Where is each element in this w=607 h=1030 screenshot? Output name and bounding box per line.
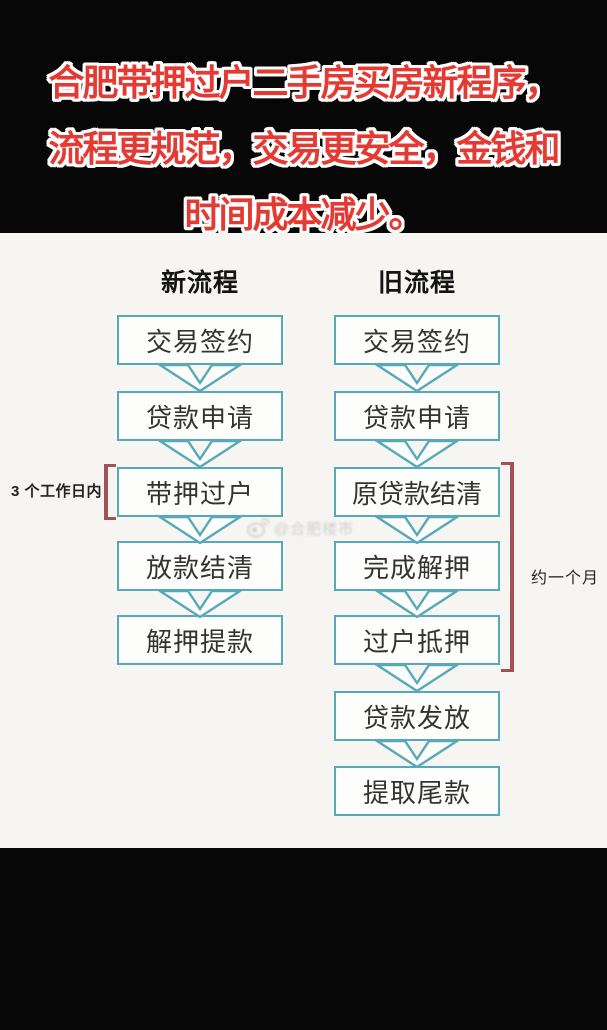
flow-step-new-2: 贷款申请 [117,391,283,441]
down-arrow-icon [375,516,459,544]
down-arrow-icon [375,440,459,468]
down-arrow-icon [158,516,242,544]
flow-step-old-3: 原贷款结清 [334,467,500,517]
down-arrow-icon [158,590,242,618]
watermark-text: @合肥楼市 [274,520,355,538]
flow-step-old-1: 交易签约 [334,315,500,365]
duration-label-new: 3 个工作日内 [11,483,103,500]
title-line-1: 合肥带押过户二手房买房新程序， [48,62,560,103]
title-banner: 合肥带押过户二手房买房新程序， 流程更规范，交易更安全，金钱和 时间成本减少。 [0,0,607,233]
weibo-watermark-icon [247,518,270,538]
flow-step-old-2: 贷款申请 [334,391,500,441]
flowchart-board: 新流程 旧流程 交易签约 贷款申请 带押过户 放款结清 解押提款 交易签约 贷款… [0,233,607,848]
down-arrow-icon [375,664,459,692]
title-line-3: 时间成本减少。 [184,194,424,233]
duration-bracket-left [104,464,116,520]
flow-step-old-5: 过户抵押 [334,615,500,665]
flow-step-old-7: 提取尾款 [334,766,500,816]
duration-label-old: 约一个月 [531,570,600,587]
down-arrow-icon [158,440,242,468]
old-process-header: 旧流程 [377,269,456,297]
down-arrow-icon [375,364,459,392]
duration-bracket-right [501,462,514,672]
new-process-header: 新流程 [160,269,239,297]
flow-step-new-1: 交易签约 [117,315,283,365]
down-arrow-icon [375,590,459,618]
flow-step-new-3: 带押过户 [117,467,283,517]
flow-step-old-4: 完成解押 [334,541,500,591]
bottom-banner [0,848,607,1030]
flow-step-old-6: 贷款发放 [334,691,500,741]
watermark: @合肥楼市 [246,517,354,539]
down-arrow-icon [158,364,242,392]
flow-step-new-4: 放款结清 [117,541,283,591]
down-arrow-icon [375,740,459,768]
flow-step-new-5: 解押提款 [117,615,283,665]
title-line-2: 流程更规范，交易更安全，金钱和 [48,128,560,169]
